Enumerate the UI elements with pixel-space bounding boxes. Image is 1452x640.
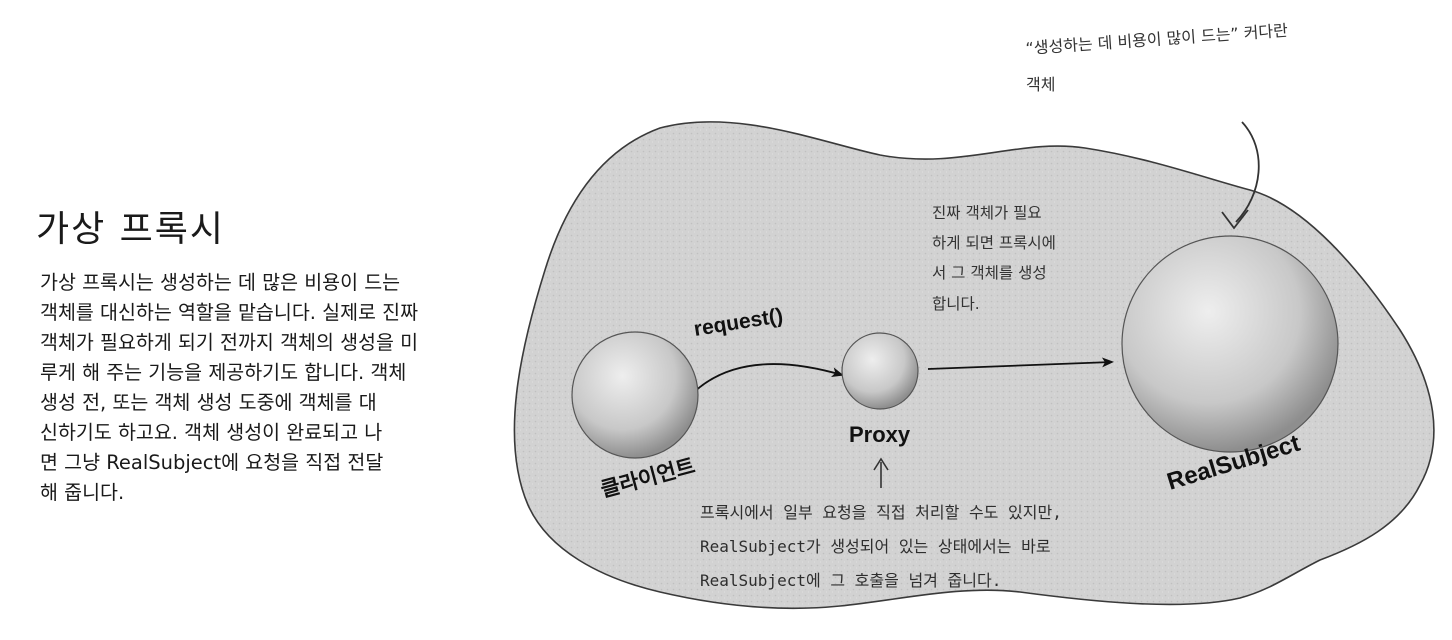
note-top-right-line: “생성하는 데 비용이 많이 드는” 커다란 (1025, 21, 1289, 58)
note-top-right-line: 객체 (1026, 75, 1055, 94)
request-arrow (689, 363, 844, 397)
description: 가상 프록시는 생성하는 데 많은 비용이 드는 객체를 대신하는 역할을 맡습… (40, 268, 540, 508)
page-title: 가상 프록시 (36, 209, 226, 250)
description-line: 객체가 필요하게 되기 전까지 객체의 생성을 미 (40, 331, 419, 354)
note-bottom-line: 프록시에서 일부 요청을 직접 처리할 수도 있지만, (700, 503, 1062, 522)
real-subject-sphere (1121, 235, 1339, 453)
description-line: 해 줍니다. (40, 481, 125, 504)
proxy-sphere (841, 332, 919, 410)
note-bottom-line: RealSubject가 생성되어 있는 상태에서는 바로 (700, 537, 1051, 556)
note-bottom-line: RealSubject에 그 호출을 넘겨 줍니다. (700, 571, 1001, 590)
proxy-label: Proxy (849, 422, 911, 447)
description-line: 루게 해 주는 기능을 제공하기도 합니다. 객체 (40, 361, 407, 384)
note-middle-line: 서 그 객체를 생성 (932, 264, 1047, 282)
description-line: 신하기도 하고요. 객체 생성이 완료되고 나 (40, 421, 383, 444)
client-sphere (571, 331, 699, 459)
note-middle-line: 합니다. (932, 295, 980, 313)
description-line: 객체를 대신하는 역할을 맡습니다. 실제로 진짜 (40, 301, 419, 324)
delegate-arrow (927, 357, 1114, 370)
annotation-arrow (1235, 121, 1260, 223)
description-line: 생성 전, 또는 객체 생성 도중에 객체를 대 (40, 391, 377, 414)
note-arrow-head (873, 457, 889, 471)
note-middle-line: 하게 되면 프록시에 (932, 234, 1056, 252)
annotation-arrow-head (1221, 209, 1249, 230)
note-middle-line: 진짜 객체가 필요 (932, 204, 1042, 222)
description-line: 면 그냥 RealSubject에 요청을 직접 전달 (40, 451, 384, 474)
description-line: 가상 프록시는 생성하는 데 많은 비용이 드는 (40, 271, 401, 294)
